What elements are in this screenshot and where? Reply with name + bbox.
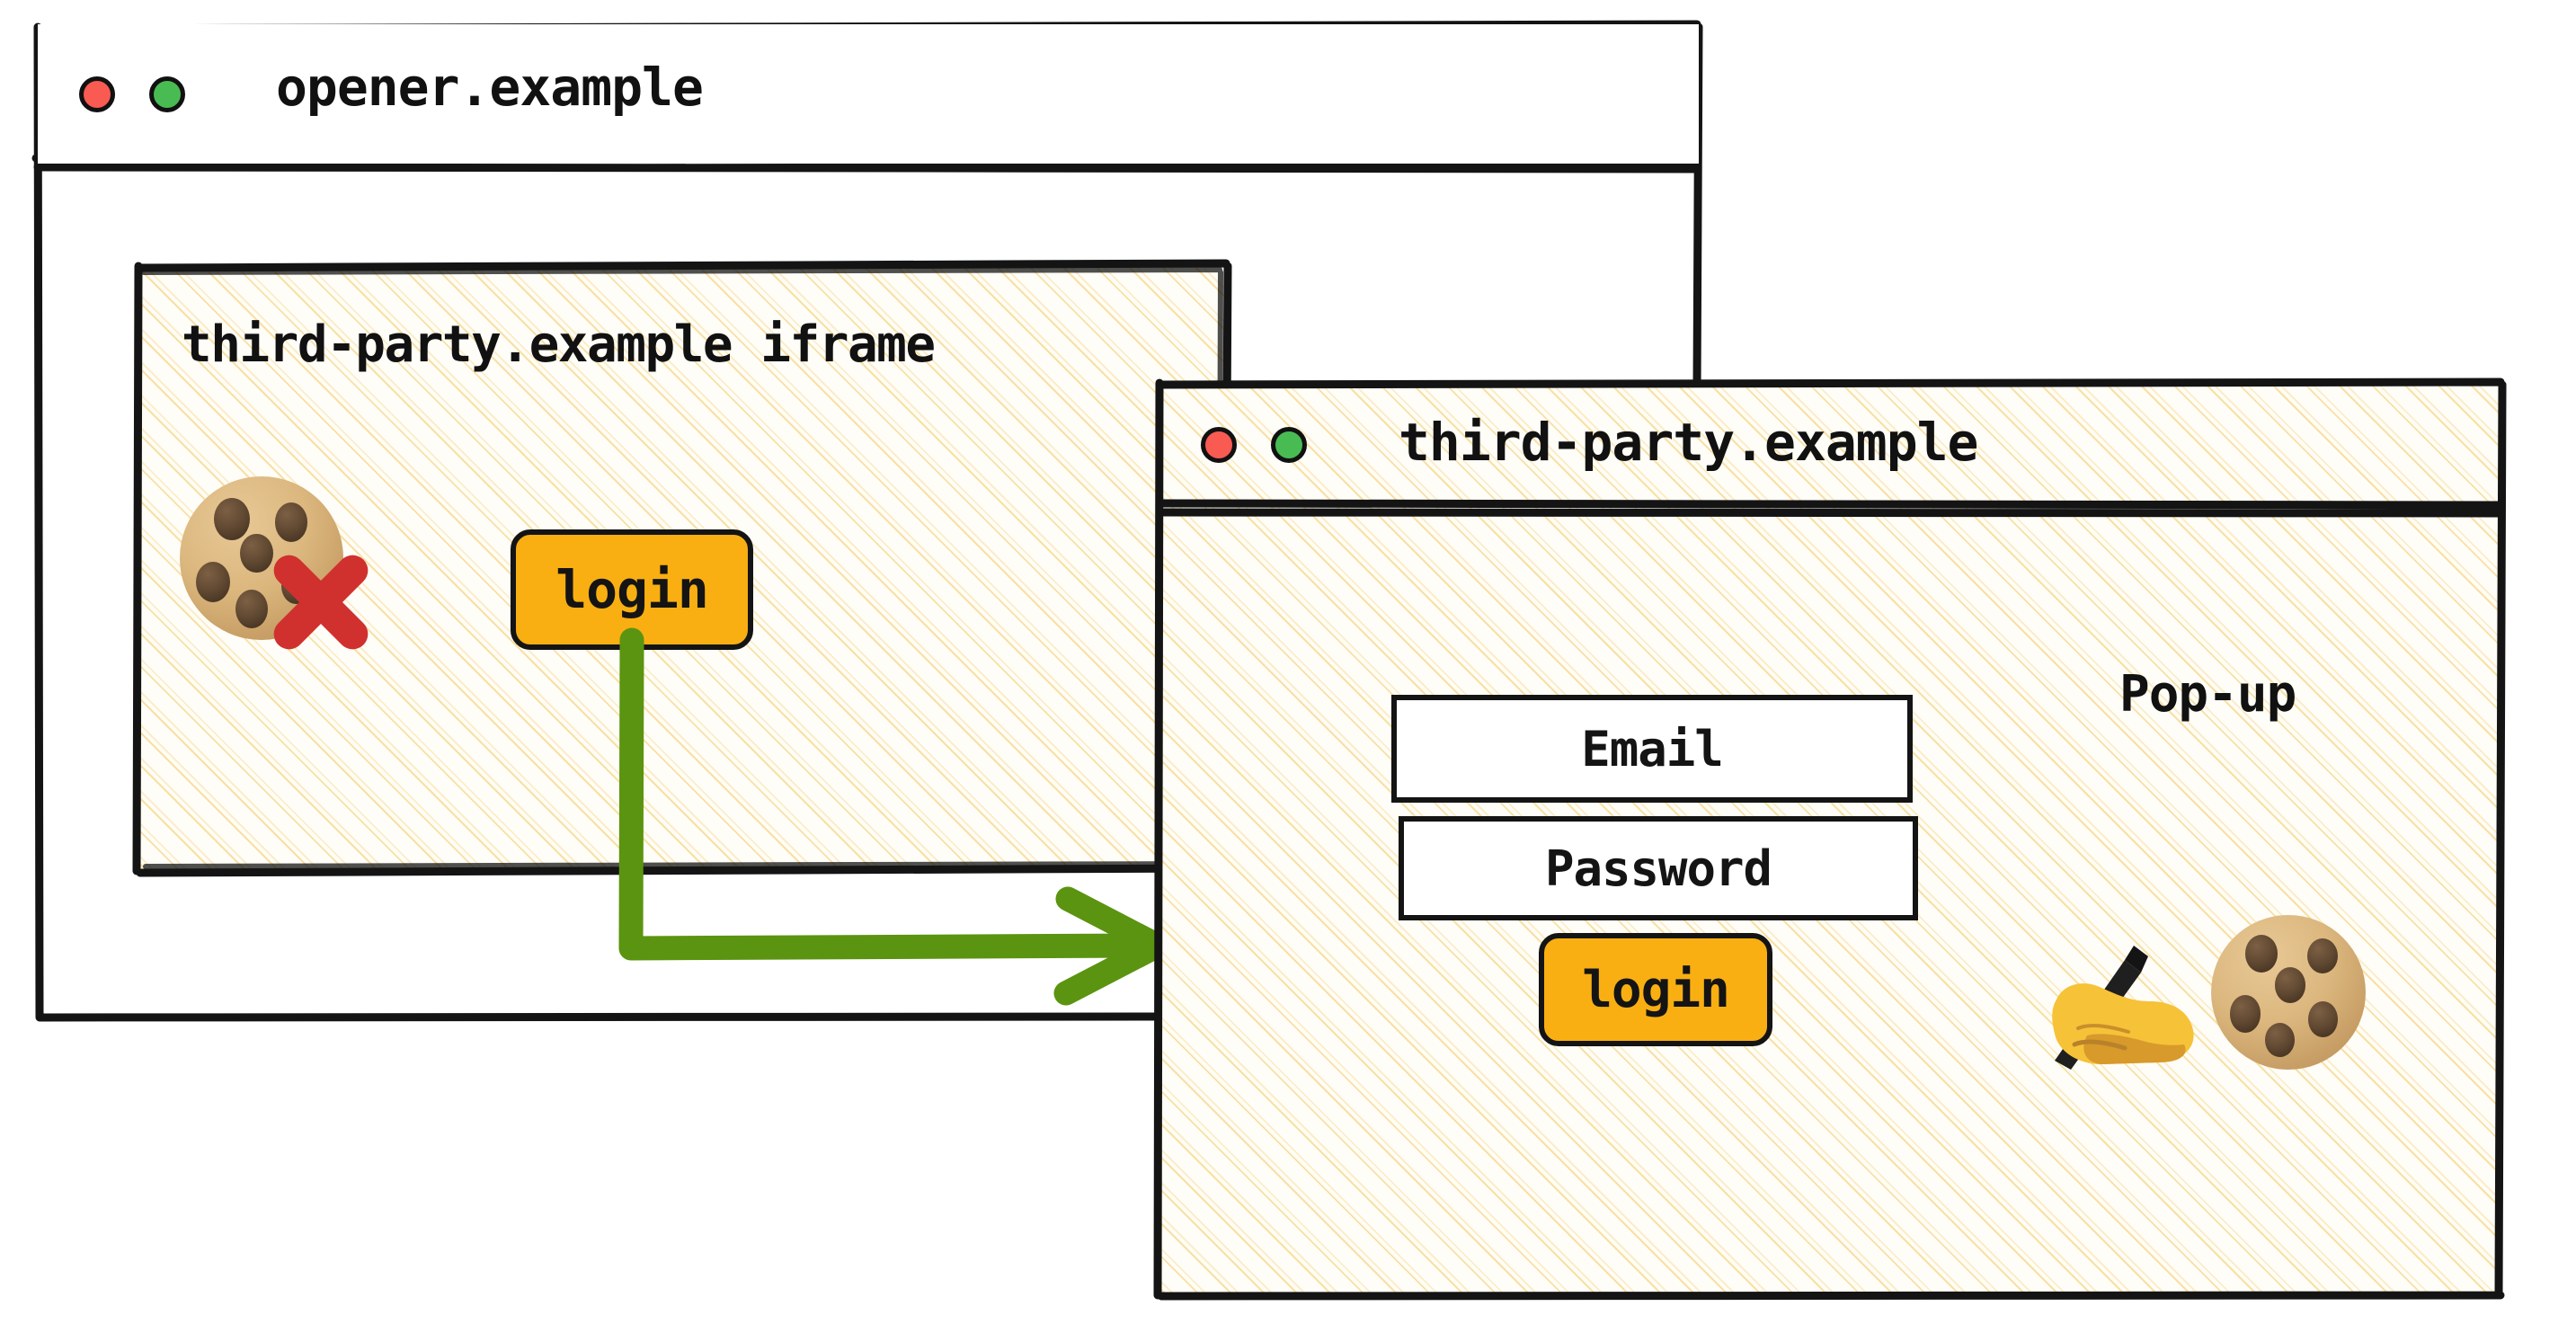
maximize-icon[interactable] [149, 76, 185, 112]
opener-window-title: opener.example [276, 57, 704, 118]
close-icon[interactable] [79, 76, 115, 112]
maximize-icon[interactable] [1271, 427, 1307, 463]
popup-window-title: third-party.example [1399, 412, 1978, 473]
cookie-chip [196, 561, 231, 603]
popup-label: Pop-up [2119, 665, 2296, 724]
password-field[interactable]: Password [1399, 816, 1918, 920]
cookie-chip [2229, 995, 2261, 1033]
cookie-chip [2244, 935, 2278, 973]
cookie-chip [235, 589, 269, 629]
iframe-title-label: third-party.example iframe [182, 315, 936, 374]
cookie-chip [274, 502, 307, 542]
cookie-icon [2211, 915, 2366, 1070]
cookie-chip [2274, 967, 2305, 1004]
cookie-chip [214, 497, 251, 540]
close-icon[interactable] [1201, 427, 1237, 463]
popup-login-button[interactable]: login [1539, 933, 1772, 1046]
blocked-cookie-icon [180, 476, 343, 640]
email-field[interactable]: Email [1391, 695, 1913, 803]
cookie-chip [2306, 937, 2339, 974]
opener-titlebar: opener.example [38, 24, 1699, 164]
writing-hand-icon [2052, 946, 2194, 1070]
cookie-chip [240, 533, 273, 573]
popup-titlebar: third-party.example [1158, 382, 2500, 508]
cookie-chip [2308, 1001, 2339, 1037]
cookie-chip [2265, 1023, 2295, 1058]
